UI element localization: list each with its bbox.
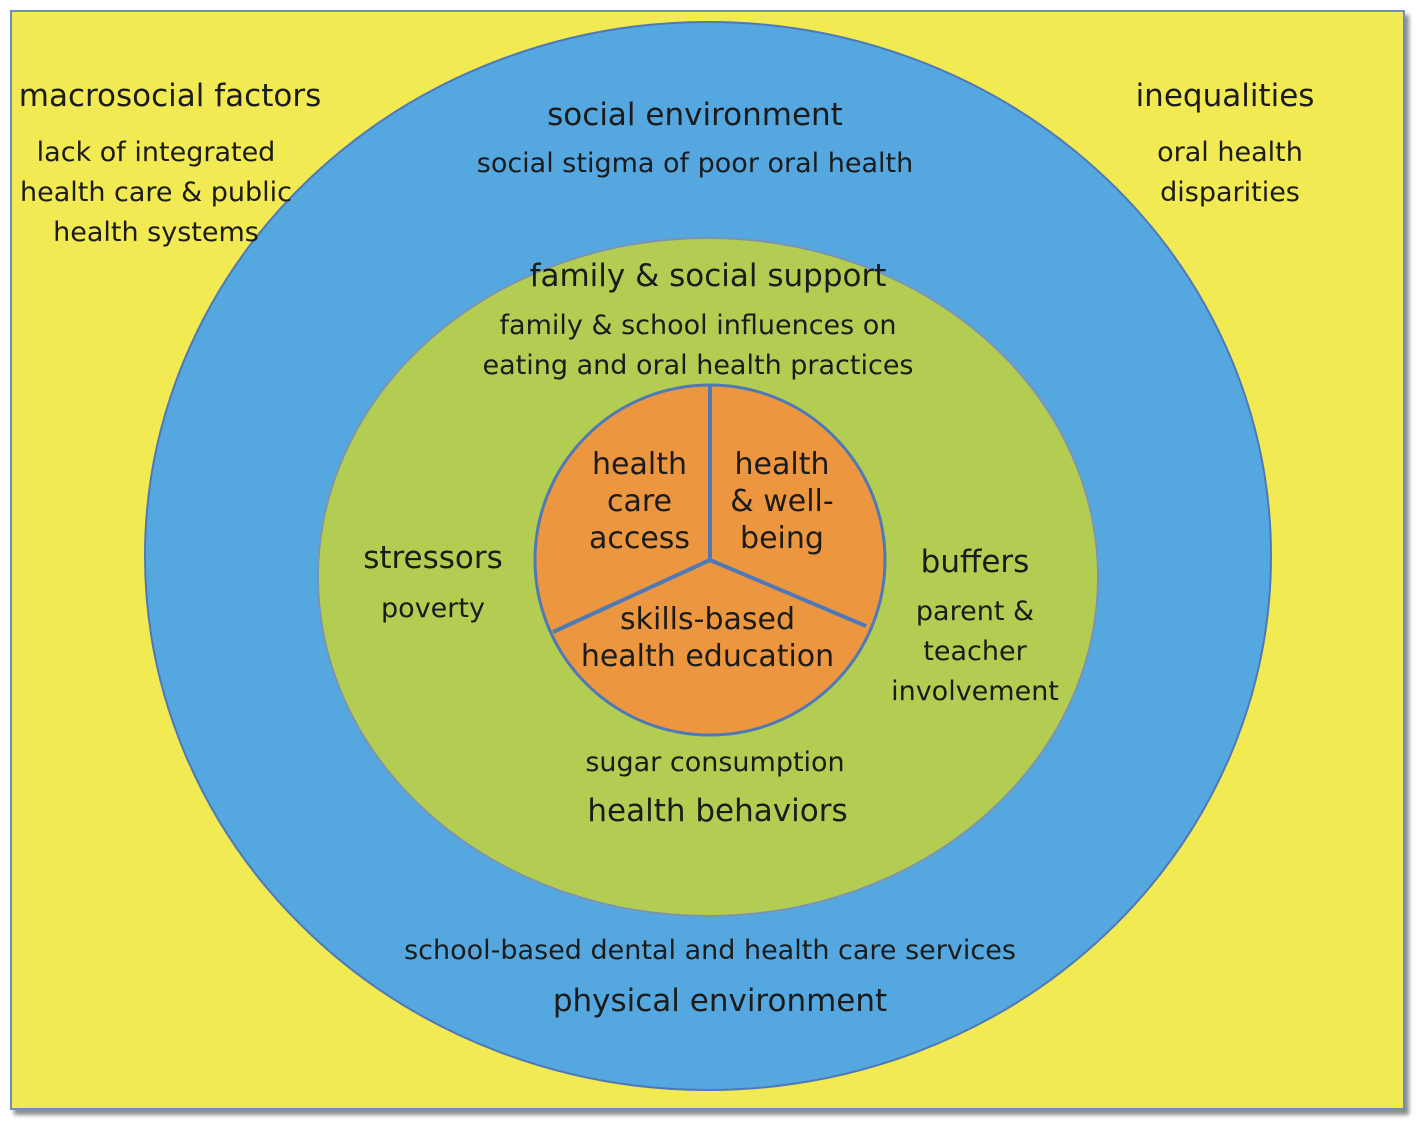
inequalities-detail: oral health disparities — [1157, 137, 1303, 208]
stressors-title: stressors — [363, 540, 503, 576]
buffers-title: buffers — [920, 544, 1030, 580]
core-health-well-being: health & well- being — [730, 447, 834, 556]
core-divider-left — [552, 558, 711, 634]
core-skills-based-health-education: skills-based health education — [580, 602, 835, 674]
physical-environment-title: physical environment — [552, 983, 888, 1019]
core-divider-right — [709, 558, 867, 628]
social-environment-detail: social stigma of poor oral health — [476, 148, 914, 179]
buffers-detail: parent & teacher involvement — [891, 596, 1059, 707]
macrosocial-title: macrosocial factors — [18, 78, 322, 114]
inequalities-title: inequalities — [1135, 78, 1315, 114]
health-behaviors-title: health behaviors — [587, 793, 848, 829]
social-environment-title: social environment — [547, 97, 843, 133]
macrosocial-detail: lack of integrated health care & public … — [19, 137, 293, 248]
health-behaviors-detail: sugar consumption — [585, 747, 845, 778]
stressors-detail: poverty — [381, 593, 485, 624]
family-support-title: family & social support — [529, 258, 887, 294]
core-health-care-access: health care access — [588, 447, 691, 556]
family-support-detail: family & school influences on eating and… — [482, 310, 914, 381]
physical-environment-detail: school-based dental and health care serv… — [404, 935, 1016, 966]
